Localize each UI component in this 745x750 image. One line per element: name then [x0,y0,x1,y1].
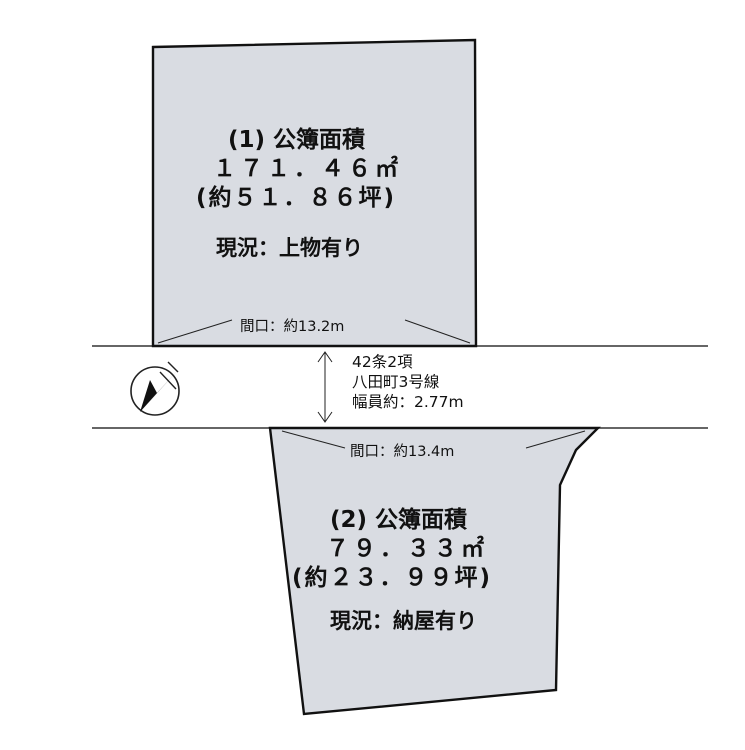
lot-1-shape [151,38,478,348]
north-arrow-icon [130,361,180,416]
road-name: 八田町3号線 [352,373,440,391]
lot-2-status: 現況：納屋有り [330,609,477,633]
lot-2-shape [268,426,601,716]
lot-1-area-sqm: １７１．４６㎡ [213,156,402,182]
road-width-arrow [317,351,333,423]
lot-2-title: (2) 公簿面積 [330,507,468,533]
lot-1-frontage-guide-right [404,319,471,344]
road-width: 幅員約：2.77m [352,393,464,411]
lot-2-frontage-guide-left [281,430,346,449]
lot-2-area-sqm: ７９．３３㎡ [326,536,488,562]
lot-1-frontage: 間口：約13.2m [236,315,349,336]
lot-1-area-tsubo: (約５１．８６坪) [196,185,397,211]
lot-1-status: 現況：上物有り [216,236,363,260]
lot-2-area-tsubo: (約２３．９９坪) [292,565,493,591]
lot-2-frontage: 間口：約13.4m [346,440,459,461]
lot-1-title: (1) 公簿面積 [228,127,366,153]
road-article: 42条2項 [352,353,413,371]
lot-2-frontage-guide-right [525,430,586,449]
lot-1-frontage-guide-left [157,319,233,344]
